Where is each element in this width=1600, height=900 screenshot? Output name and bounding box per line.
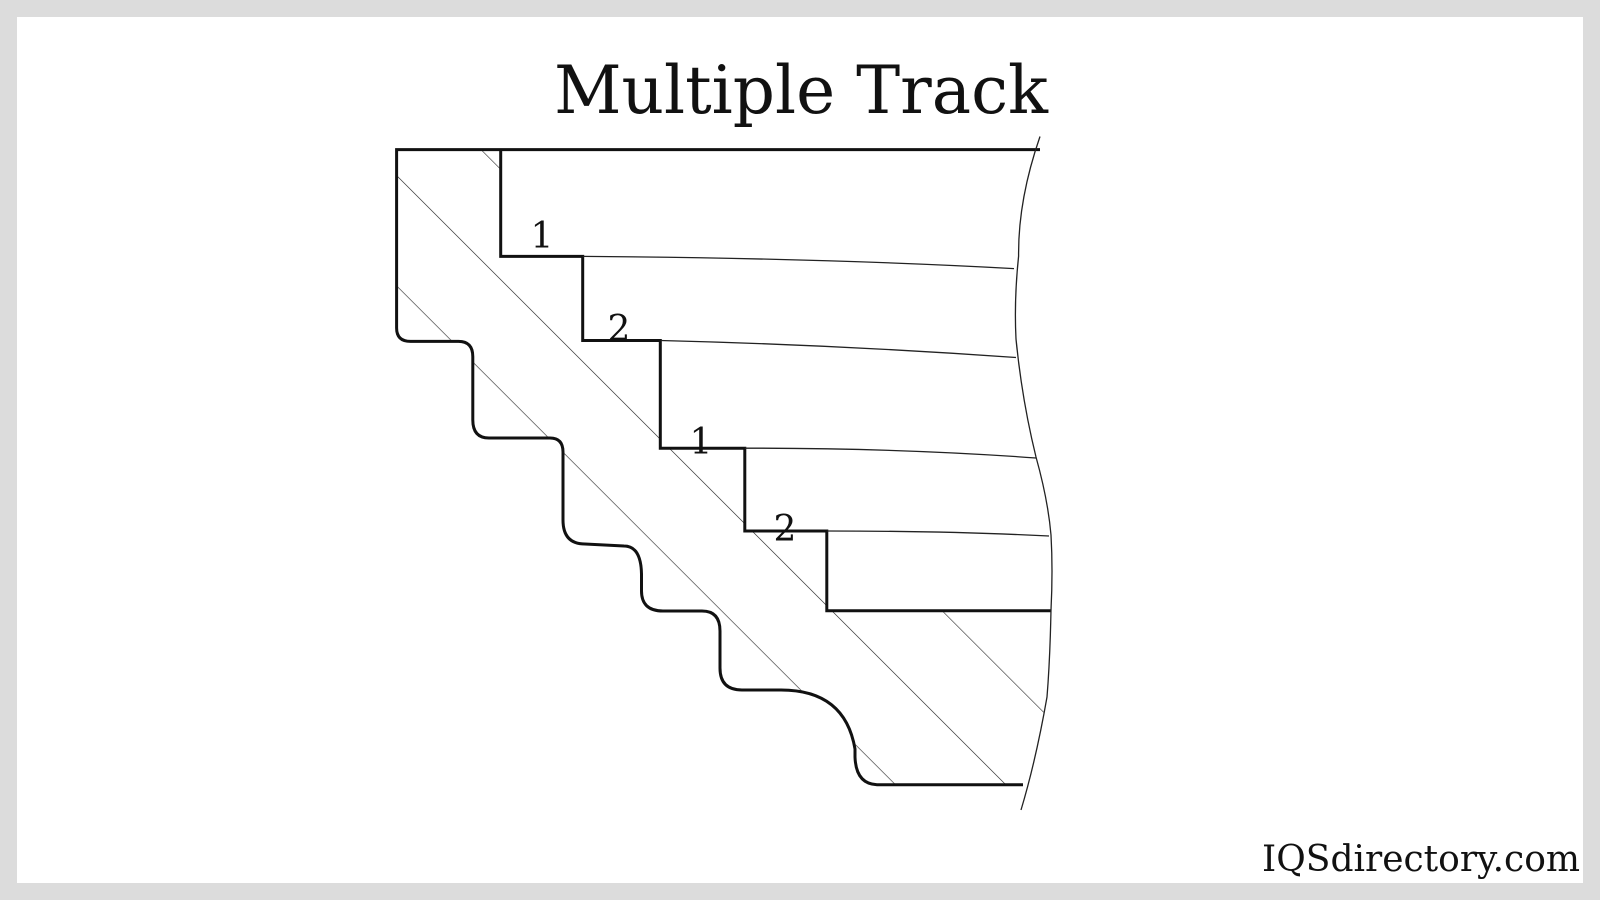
step-outline (499, 149, 1051, 613)
track-line-3 (744, 447, 1037, 459)
hatched-cross-section (396, 149, 1052, 785)
track-line-4 (826, 530, 1050, 537)
track-line-2 (660, 339, 1017, 359)
track-label-4: 2 (774, 509, 797, 550)
track-profile-outline (395, 148, 1040, 787)
track-line-1 (582, 255, 1015, 270)
diagram-canvas (17, 17, 1583, 883)
watermark: IQSdirectory.com (1262, 839, 1580, 880)
break-line (1014, 136, 1053, 811)
track-label-1: 1 (531, 216, 554, 257)
diagram-title: Multiple Track (554, 52, 1049, 129)
track-label-2: 2 (608, 309, 631, 350)
track-label-3: 1 (690, 422, 713, 463)
